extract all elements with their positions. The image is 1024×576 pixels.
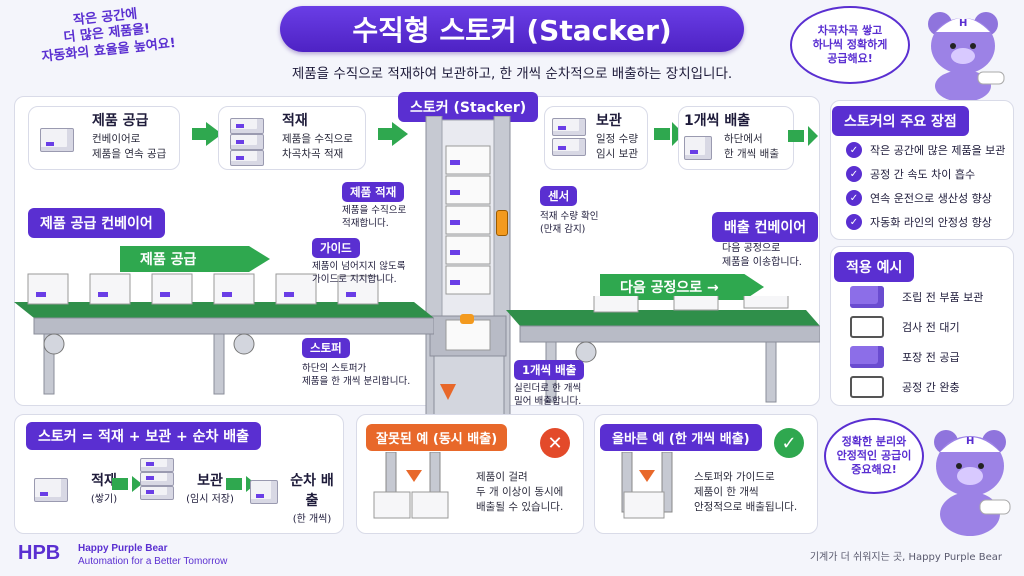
step-stack-title: 적재	[282, 113, 308, 129]
bear-mascot-bottom: H	[934, 430, 1011, 536]
check-icon: ✓	[846, 142, 862, 158]
callout-stacking-desc: 제품을 수직으로 적재합니다.	[342, 205, 407, 230]
outfeed-label: 배출 컨베이어	[712, 212, 819, 242]
infeed-label: 제품 공급 컨베이어	[28, 208, 165, 238]
example-item: 포장 전 공급	[850, 346, 960, 368]
box-icon	[34, 478, 68, 502]
stacked-box-icon	[230, 134, 264, 150]
step-discharge-desc: 하단에서 한 개씩 배출	[724, 133, 779, 161]
callout-sensor: 센서	[540, 186, 578, 206]
packing-icon	[850, 346, 884, 368]
summary-item: 적재 (쌓기)	[90, 473, 118, 505]
callout-sensor-desc: 적재 수량 확인 (만재 감지)	[540, 211, 599, 236]
brand-text: Happy Purple Bear Automation for a Bette…	[78, 543, 228, 567]
wrong-example-desc: 제품이 걸려 두 개 이상이 동시에 배출될 수 있습니다.	[476, 471, 564, 514]
right-example-illustration	[621, 452, 673, 519]
buffer-icon	[850, 376, 884, 398]
arrow-right-icon	[378, 122, 408, 146]
svg-text:H: H	[966, 436, 974, 447]
callout-stopper-desc: 하단의 스토퍼가 제품을 한 개씩 분리합니다.	[302, 363, 411, 388]
advantage-item: ✓공정 간 속도 차이 흡수	[846, 166, 975, 182]
box-icon	[552, 138, 586, 156]
stacked-box-icon	[140, 472, 174, 486]
infeed-direction: 제품 공급	[120, 246, 270, 272]
advantages-title: 스토커의 주요 장점	[832, 106, 969, 136]
check-icon: ✓	[846, 214, 862, 230]
wrong-example-title: 잘못된 예 (동시 배출)	[366, 424, 508, 451]
bear-speech-bottom: 정확한 분리와 안정적인 공급이 중요해요!	[824, 418, 924, 494]
step-stack-desc: 제품을 수직으로 차곡차곡 적재	[282, 133, 353, 161]
check-icon: ✓	[846, 166, 862, 182]
right-example-desc: 스토퍼와 가이드로 제품이 한 개씩 안정적으로 배출됩니다.	[694, 471, 798, 514]
summary-item: 순차 배출 (한 개씩)	[290, 473, 334, 525]
callout-guide: 가이드	[312, 238, 360, 258]
box-icon	[250, 480, 278, 504]
right-example-title: 올바른 예 (한 개씩 배출)	[600, 424, 762, 451]
check-icon: ✓	[774, 428, 804, 458]
example-item: 조립 전 부품 보관	[850, 286, 983, 308]
stacker-tower	[425, 116, 511, 416]
outfeed-conveyor	[506, 296, 820, 403]
callout-stopper: 스토퍼	[302, 338, 350, 358]
inspection-icon	[850, 316, 884, 338]
stacked-box-icon	[230, 118, 264, 134]
svg-text:H: H	[959, 18, 967, 29]
stacked-box-icon	[140, 458, 174, 472]
summary-title: 스토커 = 적재 + 보관 + 순차 배출	[26, 422, 261, 450]
bear-mascot-top: H	[928, 12, 1005, 100]
advantage-item: ✓자동화 라인의 안정성 향상	[846, 214, 992, 230]
down-arrow-icon	[440, 384, 456, 400]
step-store-title: 보관	[596, 113, 622, 129]
infeed-conveyor	[14, 273, 434, 395]
examples-title: 적용 예시	[834, 252, 915, 282]
summary-item: 보관 (임시 저장)	[186, 473, 234, 505]
step-discharge-title: 1개씩 배출	[684, 113, 751, 129]
callout-guide-desc: 제품이 넘어지지 않도록 가이드로 지지합니다.	[312, 261, 406, 286]
example-item: 공정 간 완충	[850, 376, 960, 398]
example-item: 검사 전 대기	[850, 316, 960, 338]
arrow-right-icon	[788, 126, 818, 146]
cross-icon: ✕	[540, 428, 570, 458]
parts-icon	[850, 286, 884, 308]
footer-slogan: 기계가 더 쉬워지는 곳, Happy Purple Bear	[809, 552, 1002, 563]
stacked-box-icon	[230, 150, 264, 166]
box-icon	[552, 118, 586, 136]
stacker-label: 스토커 (Stacker)	[398, 92, 539, 122]
note-top-left: 작은 공간에 더 많은 제품을! 자동화의 효율을 높여요!	[40, 6, 177, 65]
arrow-right-icon	[112, 476, 142, 492]
box-icon	[684, 136, 712, 160]
bear-speech-top: 차곡차곡 쌓고 하나씩 정확하게 공급해요!	[790, 6, 910, 84]
box-icon	[40, 128, 74, 152]
page-subtitle: 제품을 수직으로 적재하여 보관하고, 한 개씩 순차적으로 배출하는 장치입니…	[291, 66, 733, 82]
advantage-item: ✓작은 공간에 많은 제품을 보관	[846, 142, 1005, 158]
outfeed-desc: 다음 공정으로 제품을 이송합니다.	[722, 243, 802, 268]
advantage-item: ✓연속 운전으로 생산성 향상	[846, 190, 992, 206]
brand-logo: HPB	[18, 542, 61, 564]
stacked-box-icon	[140, 486, 174, 500]
check-icon: ✓	[846, 190, 862, 206]
callout-one-out: 1개씩 배출	[514, 360, 585, 380]
step-supply-desc: 컨베이어로 제품을 연속 공급	[92, 133, 167, 161]
page-title: 수직형 스토커 (Stacker)	[280, 6, 744, 52]
callout-one-out-desc: 실린더로 한 개씩 밀어 배출합니다.	[514, 383, 582, 408]
step-store-desc: 일정 수량 임시 보관	[596, 133, 638, 161]
step-supply-title: 제품 공급	[92, 113, 149, 129]
sensor-icon	[496, 210, 508, 236]
wrong-example-illustration	[373, 452, 449, 519]
callout-stacking: 제품 적재	[342, 182, 405, 202]
